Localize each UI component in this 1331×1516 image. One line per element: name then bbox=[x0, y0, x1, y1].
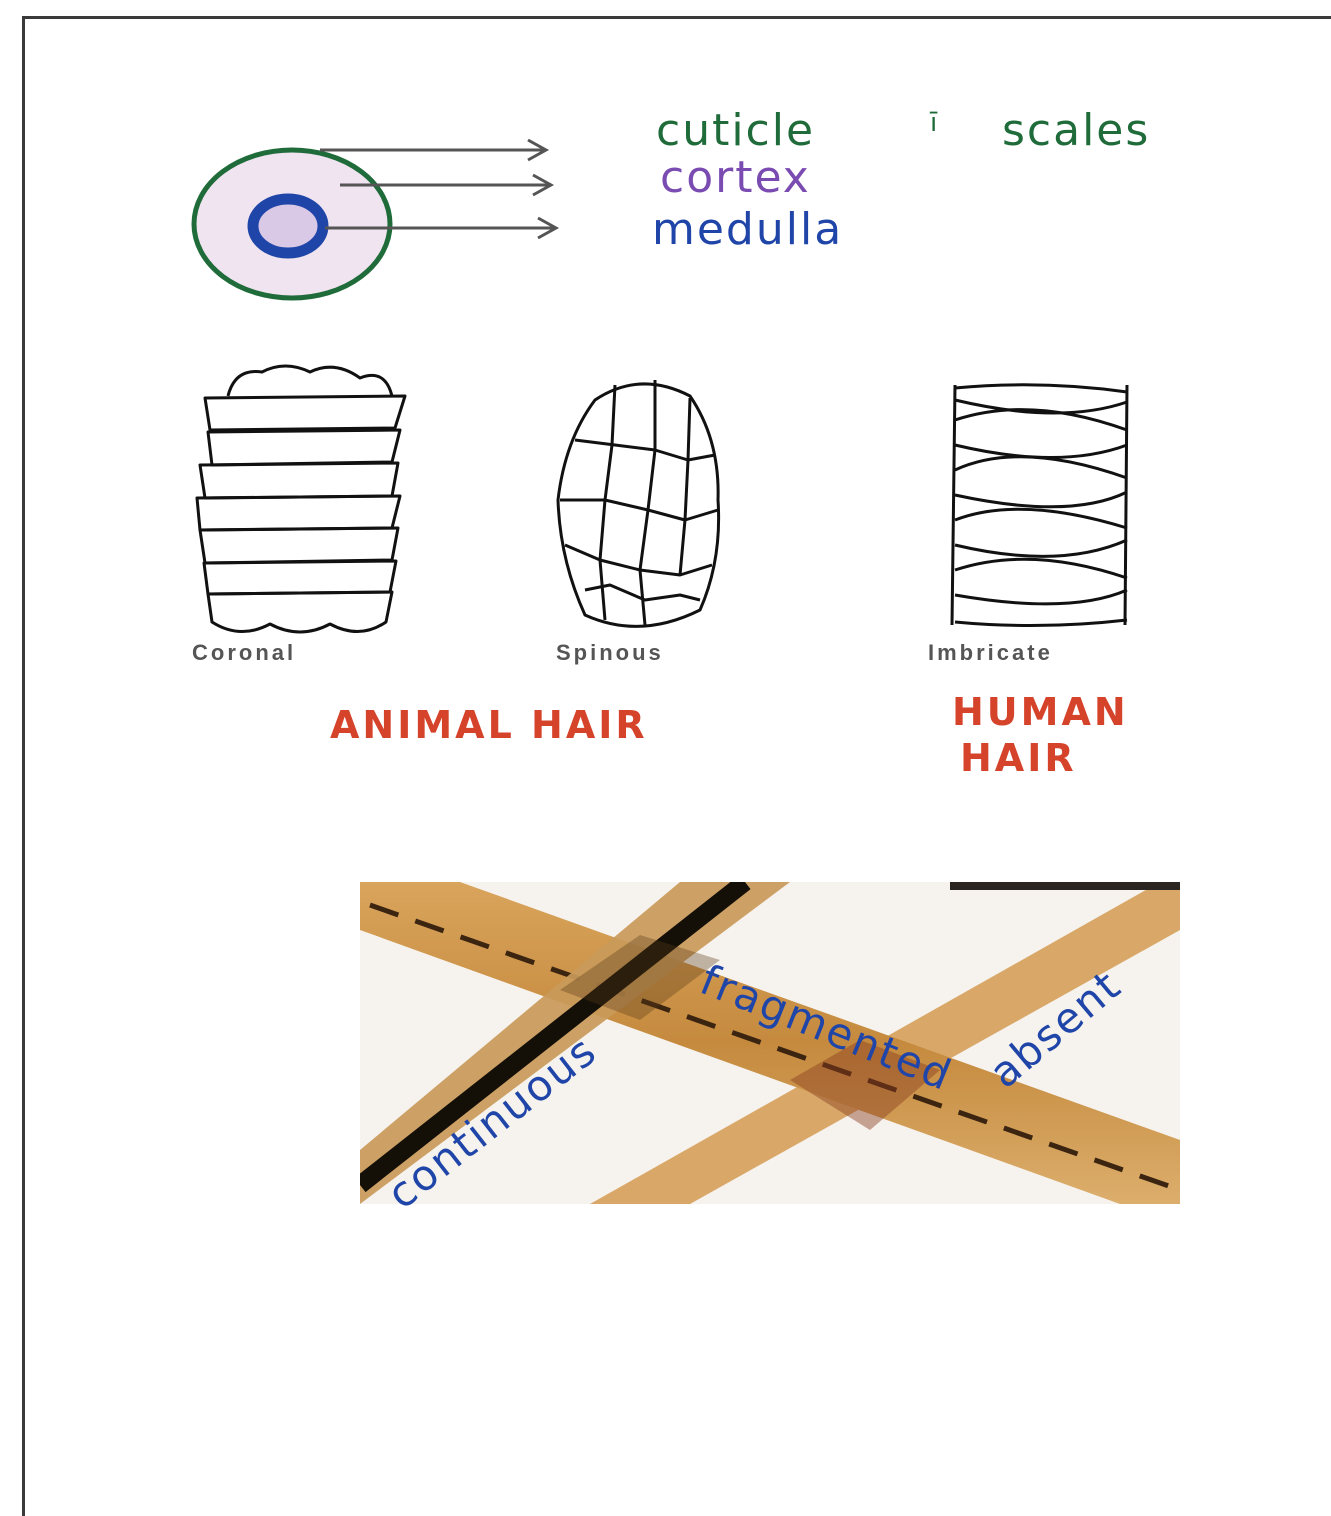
medulla-photo bbox=[0, 0, 1331, 1493]
